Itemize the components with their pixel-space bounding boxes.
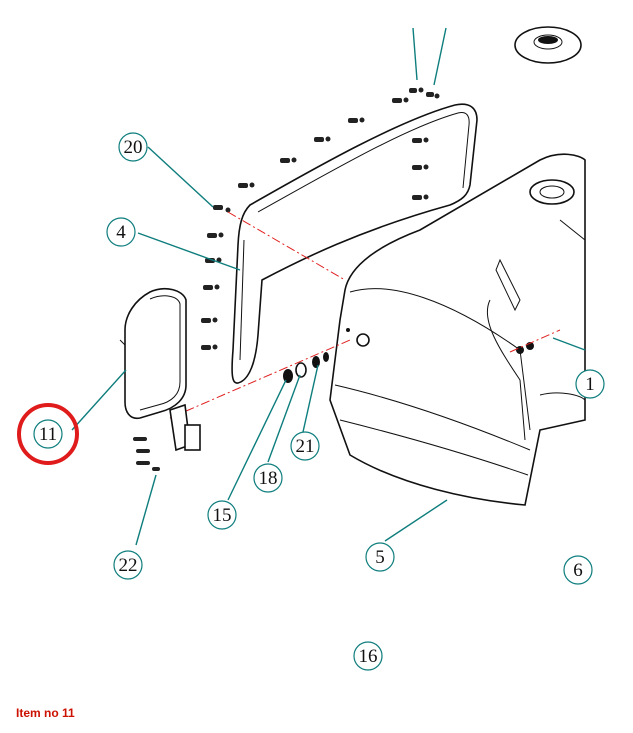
- callout-6: 6: [563, 555, 593, 585]
- round-cap-part: [514, 26, 582, 64]
- callout-5: 5: [365, 542, 395, 572]
- callout-22: 22: [113, 550, 143, 580]
- callout-label: 4: [116, 222, 126, 243]
- screw-set: [201, 87, 440, 350]
- callout-21: 21: [290, 431, 320, 461]
- callout-label: 5: [375, 547, 385, 568]
- highlight-ring: [17, 403, 79, 465]
- callout-15: 15: [207, 500, 237, 530]
- callout-11: 11: [17, 403, 79, 465]
- callout-label: 20: [124, 137, 143, 158]
- callout-label: 11: [39, 424, 57, 445]
- callout-label: 18: [259, 468, 278, 489]
- callout-label: 21: [296, 436, 315, 457]
- item-caption: Item no 11: [16, 706, 75, 720]
- callout-label: 6: [573, 560, 583, 581]
- main-housing-part: [329, 153, 586, 506]
- callout-label: 16: [359, 646, 378, 667]
- bolt-set: [133, 437, 160, 471]
- callout-label: 22: [119, 555, 138, 576]
- callout-18: 18: [253, 463, 283, 493]
- callout-label: 15: [213, 505, 232, 526]
- washer-stack: [283, 352, 329, 383]
- mirror-part: [119, 288, 201, 452]
- callout-label: 1: [585, 374, 595, 395]
- callout-1: 1: [575, 369, 605, 399]
- callout-4: 4: [106, 217, 136, 247]
- gasket-frame-part: [231, 103, 478, 384]
- exploded-parts-diagram: 20 4 11 15 18 21 22 5 6 16 1: [17, 26, 605, 671]
- callout-20: 20: [118, 132, 148, 162]
- callout-16: 16: [353, 641, 383, 671]
